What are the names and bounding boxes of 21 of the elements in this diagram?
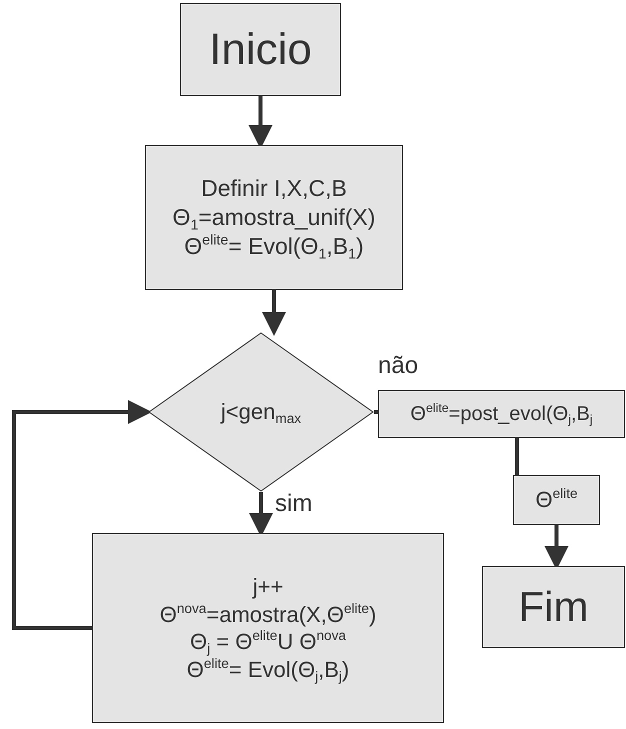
formula-text: Θ$_{1}$=amostra_unif(X) — [172, 203, 376, 232]
arrow — [12, 400, 152, 630]
arrow — [262, 290, 286, 336]
process-box — [513, 475, 600, 525]
formula-text: Θ$_{j}$ = Θ$^{elite}$U Θ$^{nova}$ — [190, 628, 346, 656]
formula-text: Θ$^{elite}$ — [535, 486, 578, 514]
formula-text: Θ$^{elite}$= Evol(Θ$_{1}$,B$_{1}$) — [184, 232, 364, 261]
terminal-box — [482, 566, 625, 648]
decision-diamond — [148, 332, 374, 492]
process-box — [92, 533, 444, 723]
formula-text: j<gen$_{max}$ — [220, 398, 302, 426]
terminal-box — [180, 3, 341, 96]
formula-text: Inicio — [209, 24, 312, 76]
formula-text: Definir I,X,C,B — [201, 174, 347, 204]
formula-text: Θ$^{nova}$=amostra(X,Θ$^{elite}$) — [160, 600, 376, 628]
formula-text: Θ$^{elite}$=post_evol(Θ$_{j}$,B$_{j}$ — [410, 402, 593, 426]
formula-text: Fim — [518, 582, 588, 632]
formula-text: Θ$^{elite}$= Evol(Θ$_{j}$,B$_{j}$) — [186, 656, 350, 683]
process-box — [378, 390, 625, 438]
formula-text: j++ — [252, 573, 284, 600]
process-box — [145, 145, 403, 290]
